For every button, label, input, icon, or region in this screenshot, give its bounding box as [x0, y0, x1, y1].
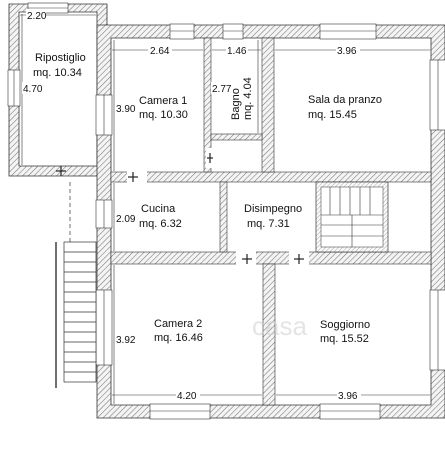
room-name-soggiorno: Soggiorno	[320, 319, 370, 331]
dimension-labels: 2.20 2.64 1.46 3.96 4.70 3.90 2.77 2.09 …	[22, 9, 361, 402]
dim-bagno-width: 1.46	[227, 46, 247, 57]
room-area-ripostiglio: mq. 10.34	[33, 67, 82, 79]
door-marks	[56, 153, 304, 264]
room-area-bagno: mq. 4.04	[242, 77, 254, 120]
dim-cucina-height: 2.09	[116, 214, 136, 225]
room-name-sala: Sala da pranzo	[308, 94, 382, 106]
dim-ripostiglio-height: 4.70	[23, 84, 43, 95]
room-name-cucina: Cucina	[141, 203, 176, 215]
room-area-camera2: mq. 16.46	[154, 332, 203, 344]
room-name-camera1: Camera 1	[139, 95, 187, 107]
room-labels: Ripostiglio mq. 10.34 Camera 1 mq. 10.30…	[33, 52, 382, 345]
dim-camera1-width: 2.64	[150, 46, 170, 57]
dim-soggiorno-width: 3.96	[338, 391, 358, 402]
room-name-disimpegno: Disimpegno	[244, 203, 302, 215]
watermark: casa	[252, 311, 307, 341]
room-name-ripostiglio: Ripostiglio	[35, 52, 86, 64]
room-area-cucina: mq. 6.32	[139, 218, 182, 230]
room-area-soggiorno: mq. 15.52	[320, 333, 369, 345]
walls	[8, 3, 445, 419]
dim-camera2-width: 4.20	[177, 391, 197, 402]
room-area-disimpegno: mq. 7.31	[247, 218, 290, 230]
room-area-camera1: mq. 10.30	[139, 109, 188, 121]
internal-stairs	[315, 181, 389, 253]
dim-ripostiglio-width: 2.20	[27, 11, 47, 22]
openings	[7, 2, 445, 420]
room-name-camera2: Camera 2	[154, 318, 202, 330]
room-area-sala: mq. 15.45	[308, 109, 357, 121]
dim-camera1-height: 3.90	[116, 104, 136, 115]
dim-bagno-height: 2.77	[212, 84, 232, 95]
dim-camera2-height: 3.92	[116, 335, 136, 346]
dim-sala-width: 3.96	[337, 46, 357, 57]
external-stairs	[55, 182, 97, 388]
room-name-bagno: Bagno	[230, 88, 242, 120]
